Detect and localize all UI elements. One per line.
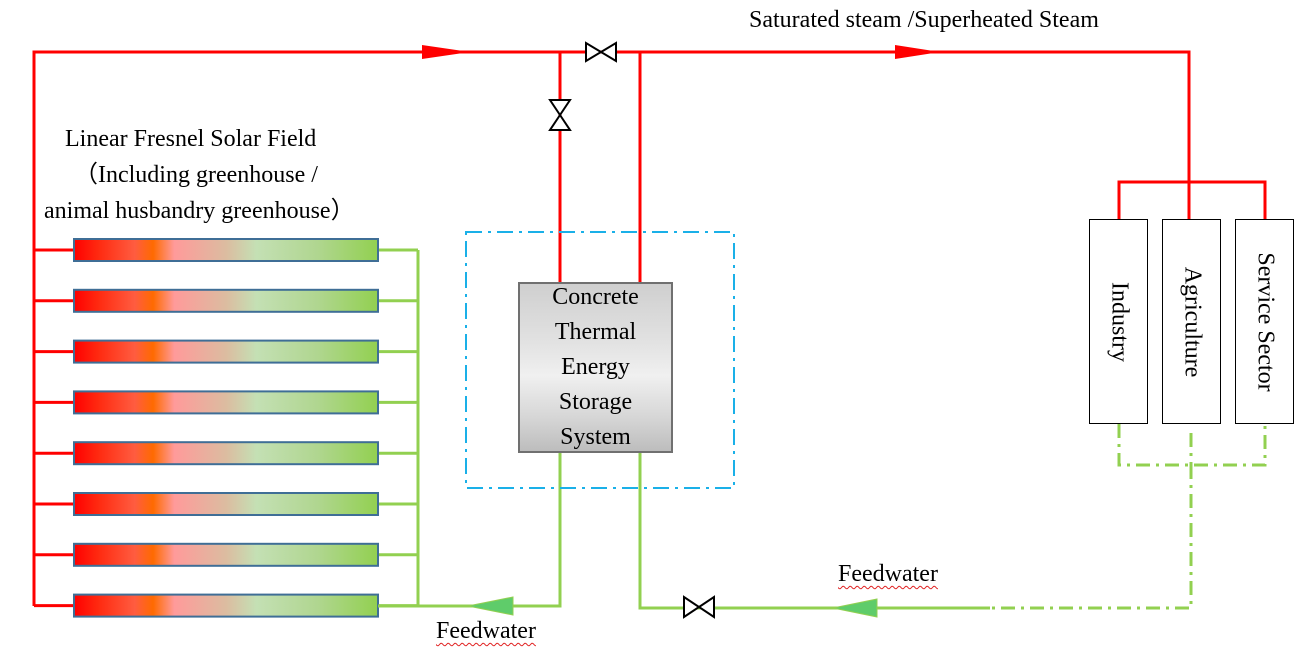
- sector-service: Service Sector: [1235, 219, 1294, 424]
- sector-return-piping: [990, 424, 1267, 610]
- feedwater-piping: [378, 250, 990, 610]
- sector-agriculture: Agriculture: [1162, 219, 1221, 424]
- main-steam-valve[interactable]: [585, 41, 617, 63]
- collector-array: [34, 238, 418, 618]
- feedwater-return-valve[interactable]: [683, 595, 715, 619]
- collector-row: [34, 593, 418, 618]
- fresnel-collector: [73, 441, 379, 466]
- collector-row: [34, 339, 418, 364]
- fresnel-collector: [73, 390, 379, 415]
- sector-industry: Industry: [1089, 219, 1148, 424]
- storage-inlet-valve[interactable]: [548, 99, 572, 131]
- feedwater-flow-arrow-left: [467, 596, 514, 616]
- collector-row: [34, 238, 418, 262]
- solar-field-subtitle-2: animal husbandry greenhouse）: [44, 198, 355, 224]
- collector-row: [34, 492, 418, 516]
- steam-label: Saturated steam /Superheated Steam: [749, 7, 1099, 33]
- feedwater-flow-arrow-right-head: [832, 598, 878, 618]
- storage-label-line: Thermal: [554, 319, 637, 345]
- sector-label: Agriculture: [1179, 266, 1205, 377]
- storage-system-boundary: [465, 231, 735, 489]
- solar-field-subtitle-1: （Including greenhouse /: [74, 162, 318, 188]
- feedwater-label-right: Feedwater: [838, 561, 938, 587]
- feedwater-label-left: Feedwater: [436, 618, 536, 644]
- solar-field-title: Linear Fresnel Solar Field: [65, 126, 317, 152]
- storage-label-line: Storage: [558, 389, 633, 415]
- fresnel-collector: [73, 542, 379, 567]
- concrete-thermal-storage: Concrete Thermal Energy Storage System: [518, 282, 673, 453]
- sector-label: Industry: [1106, 281, 1132, 362]
- collector-row: [34, 441, 418, 466]
- fresnel-collector: [73, 339, 379, 364]
- fresnel-collector: [73, 593, 379, 618]
- fresnel-collector: [73, 288, 379, 313]
- sector-distribution-pipe: [1117, 180, 1267, 219]
- collector-row: [34, 390, 418, 415]
- steam-flow-arrow-right: [895, 45, 940, 59]
- storage-label-line: Energy: [561, 354, 630, 380]
- storage-label-line: Concrete: [552, 284, 639, 310]
- return-trunk-pipe: [990, 465, 1193, 610]
- industry-return-pipe: [1117, 424, 1267, 467]
- storage-label-line: System: [560, 424, 631, 450]
- fresnel-collector: [73, 238, 379, 262]
- sector-label: Service Sector: [1252, 251, 1278, 392]
- storage-feedwater-outlet-pipe: [378, 453, 562, 608]
- collector-row: [34, 288, 418, 313]
- collector-row: [34, 542, 418, 567]
- steam-flow-arrow-left: [422, 45, 470, 59]
- fresnel-collector: [73, 492, 379, 516]
